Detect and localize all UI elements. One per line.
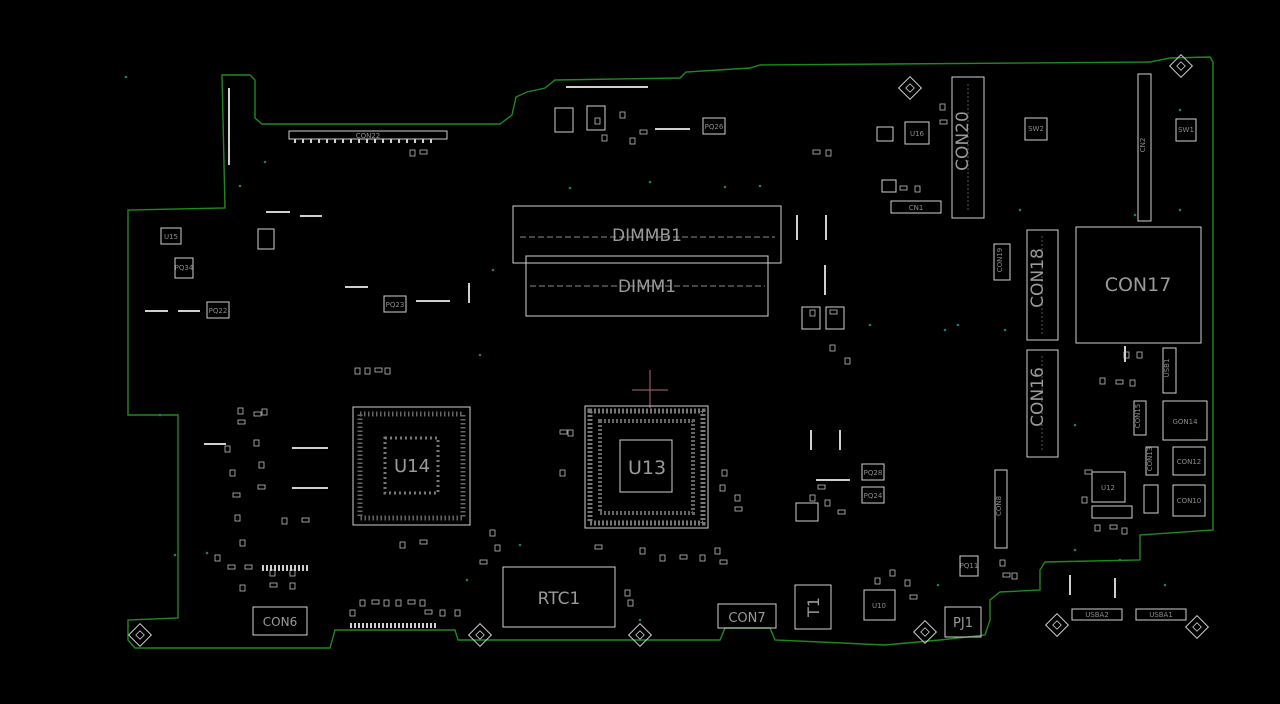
- smd-components: [145, 86, 1159, 628]
- con6-label: CON6: [263, 615, 297, 629]
- con6-connector: CON6: [252, 606, 308, 636]
- con22-connector: CON22: [288, 130, 448, 140]
- sw1-switch: SW1: [1175, 118, 1197, 142]
- usba1-connector: USBA1: [1135, 608, 1187, 621]
- pq26-label: PQ26: [705, 123, 724, 131]
- u16-chip: U16: [904, 121, 930, 145]
- mounting-holes: [127, 53, 1210, 648]
- rtc1-label: RTC1: [538, 589, 581, 609]
- dimmb1-label: DIMMB1: [612, 226, 682, 246]
- dimmb1-socket: DIMMB1: [512, 205, 782, 264]
- con7-connector: CON7: [717, 603, 777, 629]
- con8-connector: CON8: [994, 469, 1008, 549]
- pq24-mosfet: PQ24: [861, 486, 885, 504]
- con16-connector: CON16: [1026, 349, 1059, 458]
- u10-label: U10: [872, 602, 886, 610]
- con8-label: CON8: [995, 496, 1003, 516]
- cn2-label: CN2: [1139, 138, 1147, 153]
- pq23-mosfet: PQ23: [383, 295, 407, 313]
- usba2-label: USBA2: [1085, 611, 1109, 619]
- cn1-connector: CN1: [890, 200, 942, 214]
- con18-connector: CON18: [1026, 229, 1059, 341]
- u16-label: U16: [910, 130, 925, 138]
- board-outline: [127, 56, 1214, 649]
- pq34-label: PQ34: [175, 264, 194, 272]
- u15-chip: U15: [160, 227, 182, 245]
- sw2-switch: SW2: [1024, 117, 1048, 141]
- usb1-label: USB1: [1163, 359, 1171, 378]
- con7-label: CON7: [728, 611, 765, 626]
- con13-connector: CON13: [1145, 446, 1159, 476]
- u12-chip: U12: [1091, 471, 1126, 503]
- con10-connector: CON10: [1172, 484, 1206, 517]
- con17-connector: CON17: [1075, 226, 1202, 344]
- sw2-label: SW2: [1028, 125, 1044, 133]
- con20-label: CON20: [953, 111, 973, 171]
- gon14-label: GON14: [1172, 418, 1198, 426]
- pj1-label: PJ1: [953, 616, 973, 631]
- con12-connector: CON12: [1172, 446, 1206, 476]
- dimm1-socket: DIMM1: [525, 255, 769, 317]
- pq23-label: PQ23: [386, 301, 405, 309]
- con15-label: CON15: [1134, 404, 1142, 429]
- pq28-mosfet: PQ28: [861, 463, 885, 481]
- pq22-label: PQ22: [209, 307, 228, 315]
- cn2-connector: CN2: [1137, 73, 1152, 222]
- u10-chip: U10: [863, 589, 896, 621]
- u15-label: U15: [164, 233, 178, 241]
- con20-connector: CON20: [951, 76, 985, 219]
- con15-connector: CON15: [1133, 400, 1147, 436]
- pq22-mosfet: PQ22: [206, 301, 230, 319]
- pq28-label: PQ28: [864, 469, 883, 477]
- cn1-label: CN1: [909, 204, 924, 212]
- u14-bga-chip: U14: [352, 406, 471, 526]
- con19-connector: CON19: [993, 243, 1011, 281]
- con22-label: CON22: [356, 132, 381, 140]
- con17-label: CON17: [1105, 274, 1172, 296]
- con19-label: CON19: [996, 248, 1004, 273]
- pq26-mosfet: PQ26: [702, 117, 726, 135]
- rtc1-battery: RTC1: [502, 566, 616, 628]
- sw1-label: SW1: [1178, 126, 1194, 134]
- t1-label: T1: [804, 597, 823, 618]
- pj1-power-jack: PJ1: [944, 606, 982, 638]
- pq11-label: PQ11: [960, 562, 979, 570]
- pq34-mosfet: PQ34: [174, 257, 194, 279]
- u14-label: U14: [394, 456, 430, 477]
- u13-label: U13: [628, 457, 666, 479]
- con10-label: CON10: [1177, 497, 1202, 505]
- usba2-connector: USBA2: [1071, 608, 1123, 621]
- gon14-connector: GON14: [1162, 400, 1208, 441]
- u13-bga-chip: U13: [584, 405, 709, 529]
- t1-transformer: T1: [794, 584, 832, 630]
- origin-crosshair: [632, 370, 668, 408]
- usb1-connector: USB1: [1162, 347, 1177, 394]
- con18-label: CON18: [1028, 248, 1048, 308]
- con13-label: CON13: [1146, 447, 1154, 472]
- dimm1-label: DIMM1: [618, 277, 676, 297]
- u12-label: U12: [1101, 484, 1115, 492]
- usba1-label: USBA1: [1149, 611, 1173, 619]
- vias: [124, 75, 1182, 622]
- pq11-mosfet: PQ11: [959, 555, 979, 577]
- pq24-label: PQ24: [864, 492, 883, 500]
- con12-label: CON12: [1177, 458, 1202, 466]
- con16-label: CON16: [1028, 367, 1048, 427]
